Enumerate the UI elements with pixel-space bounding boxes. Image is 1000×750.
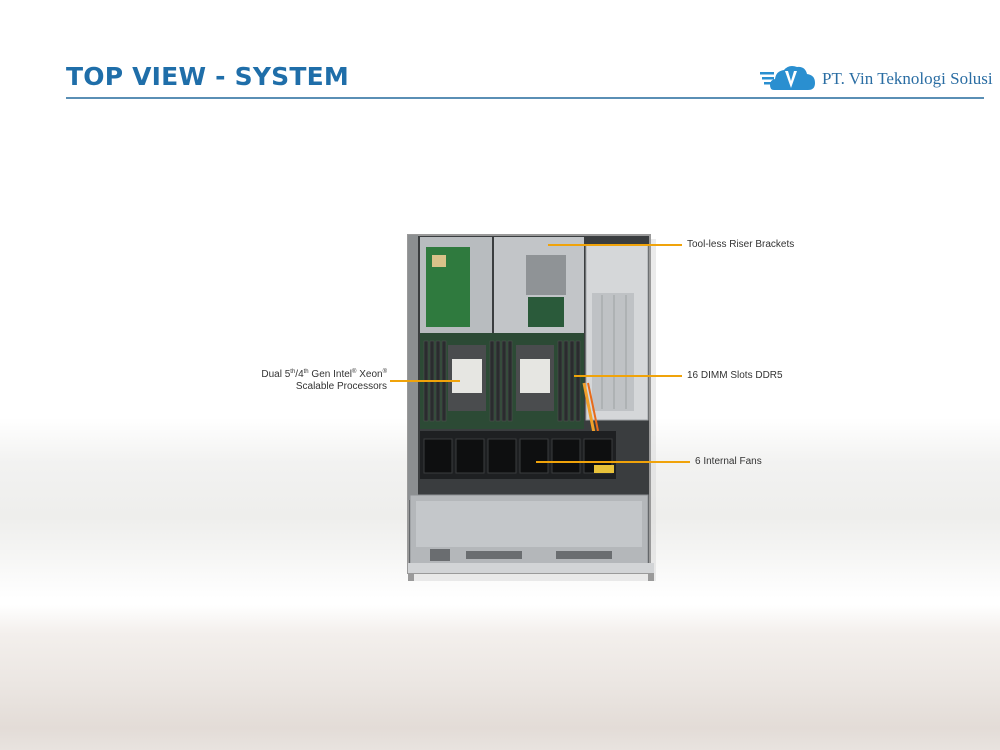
cpu-callout-line1: Dual 5th/4th Gen Intel® Xeon® <box>261 369 387 380</box>
cpu-callout-label: Dual 5th/4th Gen Intel® Xeon® Scalable P… <box>261 369 387 393</box>
brand-name: PT. Vin Teknologi Solusi <box>822 69 993 88</box>
title-underline <box>66 97 984 99</box>
dimm-callout-label: 16 DIMM Slots DDR5 <box>687 370 783 381</box>
fans-callout-label: 6 Internal Fans <box>695 456 762 467</box>
riser-callout-line <box>548 244 682 246</box>
fans-callout-line <box>536 461 690 463</box>
server-top-view-image <box>407 234 656 581</box>
floor-reflection <box>0 605 1000 750</box>
dimm-callout-line <box>574 375 682 377</box>
riser-callout-label: Tool-less Riser Brackets <box>687 239 795 250</box>
cpu-callout-line2: Scalable Processors <box>295 381 387 392</box>
cloud-v-logo-icon <box>760 66 815 90</box>
brand-logo: PT. Vin Teknologi Solusi <box>760 62 993 96</box>
cpu-callout-line <box>390 380 460 382</box>
slide-title: TOP VIEW - SYSTEM <box>66 62 349 91</box>
